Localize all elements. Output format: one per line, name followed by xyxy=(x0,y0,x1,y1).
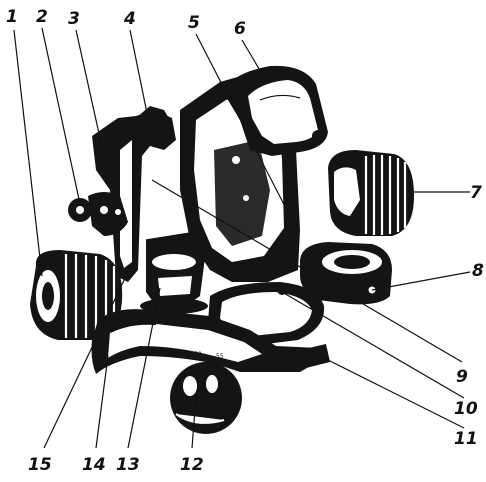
callout-10: 10 xyxy=(454,399,478,419)
leader-3 xyxy=(75,29,105,157)
leader-11 xyxy=(311,351,465,429)
leader-5 xyxy=(195,33,293,221)
callout-numbers: 1 2 3 4 5 6 7 8 9 10 11 12 13 14 15 xyxy=(6,7,484,475)
callout-7: 7 xyxy=(470,183,482,203)
leader-10 xyxy=(281,291,465,399)
callout-4: 4 xyxy=(123,9,136,29)
leader-4 xyxy=(129,29,149,119)
callout-5: 5 xyxy=(188,13,200,33)
scale-mark-45: 45 xyxy=(170,349,178,356)
callout-12: 12 xyxy=(180,455,204,475)
scale-mark-55: 55 xyxy=(216,353,224,360)
mechanism-illustration: 45 50 55 xyxy=(30,65,414,434)
callout-6: 6 xyxy=(234,19,246,39)
leader-2 xyxy=(41,27,81,205)
callout-9: 9 xyxy=(456,367,468,387)
leader-14 xyxy=(95,355,109,449)
leader-6 xyxy=(241,39,269,85)
leader-8 xyxy=(371,271,471,291)
callout-14: 14 xyxy=(82,455,106,475)
callout-11: 11 xyxy=(454,429,478,449)
scale-mark-50: 50 xyxy=(194,351,202,358)
leader-15 xyxy=(43,275,127,449)
callout-3: 3 xyxy=(68,9,80,29)
leader-13 xyxy=(127,287,161,449)
leader-9 xyxy=(151,179,463,363)
callout-2: 2 xyxy=(36,7,48,27)
callout-1: 1 xyxy=(6,7,18,27)
callout-13: 13 xyxy=(116,455,140,475)
callout-15: 15 xyxy=(28,455,52,475)
leader-12 xyxy=(191,395,197,449)
leader-lines xyxy=(13,27,471,449)
callout-8: 8 xyxy=(472,261,484,281)
leader-1 xyxy=(13,29,43,277)
